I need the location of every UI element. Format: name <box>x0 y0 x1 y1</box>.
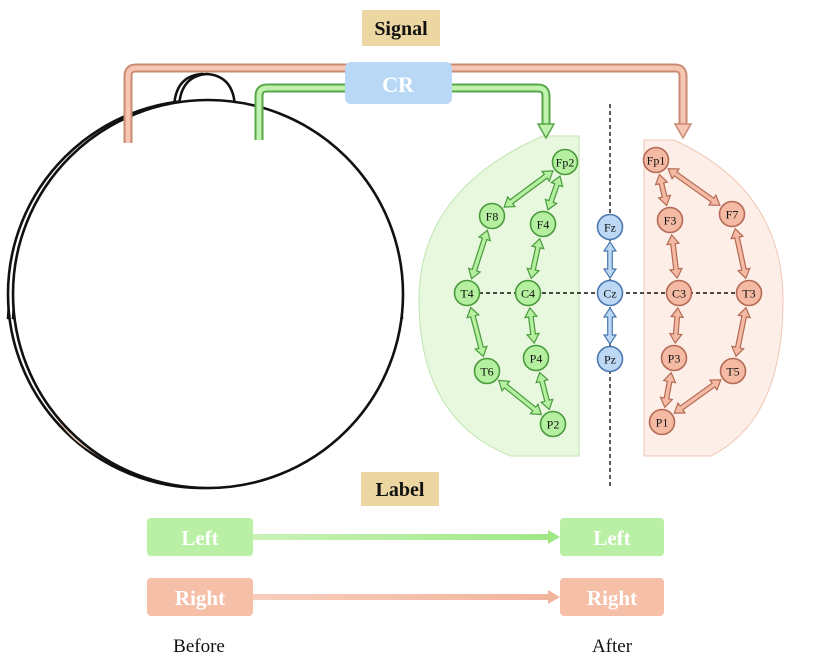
caption-after: After <box>592 636 633 657</box>
after-arrow-cz-pz <box>602 306 618 346</box>
after-arrow-f7-t3 <box>730 227 751 280</box>
right-label-after: Right <box>587 586 637 610</box>
after-electrode-label-f7: F7 <box>726 208 739 222</box>
after-electrode-label-p3: P3 <box>668 352 681 366</box>
right-label-arrowhead <box>548 590 560 604</box>
caption-before: Before <box>173 636 225 657</box>
right-label-arrow <box>253 594 554 600</box>
after-arrow-f8-t4 <box>467 229 492 280</box>
after-electrode-fz: Fz <box>596 213 624 241</box>
after-electrode-label-f8: F8 <box>486 210 499 224</box>
after-electrode-label-fz: Fz <box>604 221 616 235</box>
after-arrow-t3-t5 <box>730 306 752 358</box>
left-label-before-box <box>147 518 253 556</box>
after-head-outline <box>11 98 405 490</box>
after-electrode-label-t3: T3 <box>742 287 755 301</box>
after-electrode-f7: F7 <box>718 200 746 228</box>
after-electrode-label-p4: P4 <box>530 352 543 366</box>
after-electrode-p1: P1 <box>648 408 676 436</box>
signal-tag <box>362 10 440 46</box>
after-electrode-label-p1: P1 <box>656 416 669 430</box>
after-arrow-c4-p4 <box>523 306 541 345</box>
after-electrode-t3: T3 <box>735 279 763 307</box>
label-tag <box>361 472 439 506</box>
after-electrode-label-fp2: Fp2 <box>556 156 575 170</box>
right-label-before: Right <box>175 586 225 610</box>
cr-box <box>345 62 452 104</box>
after-electrode-f8: F8 <box>478 202 506 230</box>
left-label-after: Left <box>593 526 630 550</box>
after-electrode-pz: Pz <box>596 345 624 373</box>
after-electrode-p2: P2 <box>539 410 567 438</box>
after-arrow-fz-cz <box>602 240 618 280</box>
after-electrode-p4: P4 <box>522 344 550 372</box>
after-arrow-fp1-f3 <box>654 173 672 207</box>
after-electrode-t4: T4 <box>453 279 481 307</box>
after-arrow-fp2-f8 <box>503 170 554 208</box>
after-arrow-c3-p3 <box>668 306 685 345</box>
after-electrode-label-f4: F4 <box>537 218 550 232</box>
after-electrode-t6: T6 <box>473 357 501 385</box>
after-arrow-p3-p1 <box>659 371 677 409</box>
right-label-before-box <box>147 578 253 616</box>
after-electrode-fp2: Fp2 <box>551 148 579 176</box>
after-electrode-label-p2: P2 <box>547 418 560 432</box>
after-arrow-fp2-f4 <box>544 175 564 211</box>
after-electrode-label-t5: T5 <box>726 365 739 379</box>
after-electrode-f4: F4 <box>529 210 557 238</box>
after-electrode-t5: T5 <box>719 357 747 385</box>
left-label-before: Left <box>181 526 218 550</box>
after-electrode-label-t6: T6 <box>480 365 493 379</box>
right-label-after-box <box>560 578 664 616</box>
after-electrode-label-cz: Cz <box>603 287 616 301</box>
after-electrode-label-t4: T4 <box>460 287 473 301</box>
after-arrow-f4-c4 <box>526 237 545 280</box>
left-label-arrowhead <box>548 530 560 544</box>
left-label-arrow <box>253 534 554 540</box>
after-arrow-fp1-f7 <box>667 168 721 206</box>
after-electrode-label-pz: Pz <box>604 353 616 367</box>
after-electrode-label-c3: C3 <box>672 287 686 301</box>
after-arrow-p4-p2 <box>535 371 554 411</box>
after-arrow-t4-t6 <box>466 306 488 358</box>
after-arrow-t5-p1 <box>673 379 722 414</box>
after-electrode-c3: C3 <box>665 279 693 307</box>
after-electrode-label-f3: F3 <box>664 214 677 228</box>
label-title: Label <box>376 479 425 501</box>
signal-title: Signal <box>374 18 428 40</box>
after-electrode-f3: F3 <box>656 206 684 234</box>
after-electrode-fp1: Fp1 <box>642 146 670 174</box>
after-electrode-label-fp1: Fp1 <box>647 154 666 168</box>
left-label-after-box <box>560 518 664 556</box>
after-electrode-label-c4: C4 <box>521 287 535 301</box>
cr-label: CR <box>382 72 415 97</box>
after-electrode-p3: P3 <box>660 344 688 372</box>
after-electrode-c4: C4 <box>514 279 542 307</box>
after-electrode-cz: Cz <box>596 279 624 307</box>
after-arrow-t6-p2 <box>497 379 543 416</box>
after-arrow-f3-c3 <box>665 233 684 280</box>
